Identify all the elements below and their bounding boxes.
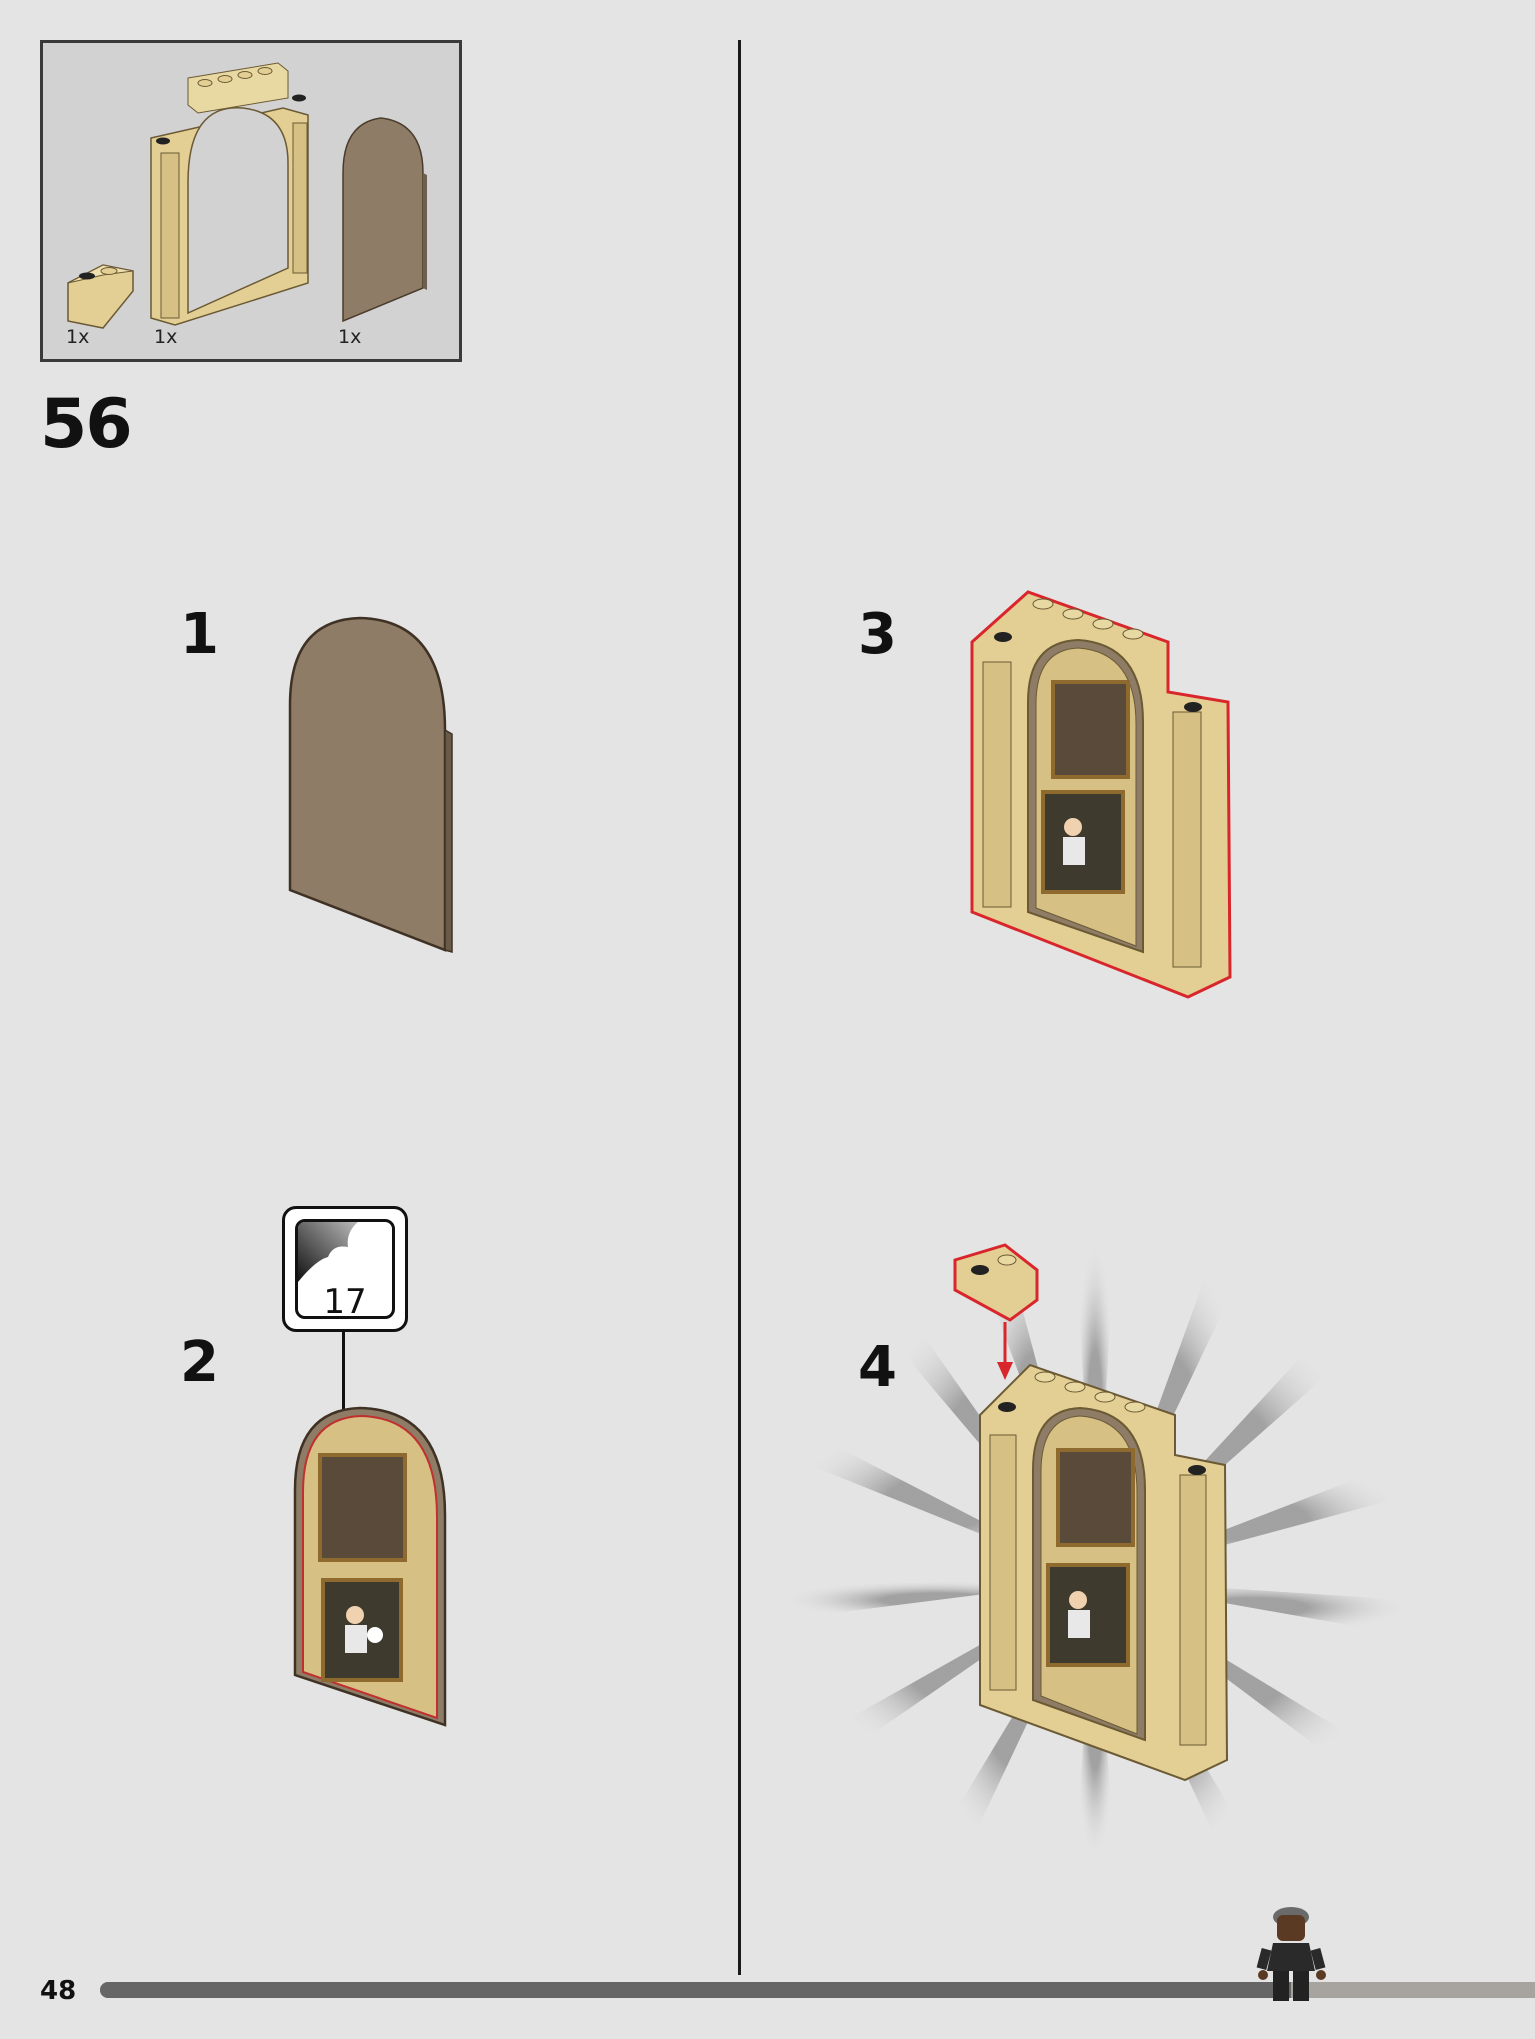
slope-brick-icon	[953, 1243, 1039, 1322]
sub-step-3-label: 3	[858, 602, 897, 667]
callout-line	[342, 1332, 345, 1422]
sub-step-4-illustration	[775, 1240, 1415, 1860]
arched-panel-icon	[288, 616, 453, 953]
sub-step-1-illustration	[280, 610, 460, 960]
sticker-callout: 17	[282, 1206, 408, 1332]
page-number: 48	[40, 1976, 77, 2006]
parts-qty: 1x	[338, 326, 362, 348]
sub-step-1-label: 1	[180, 602, 219, 667]
parts-qty: 1x	[154, 326, 178, 348]
parts-qty: 1x	[66, 326, 90, 348]
sticker-number: 17	[323, 1282, 367, 1319]
minifigure-icon	[1255, 1905, 1335, 2005]
progress-fill	[100, 1982, 1291, 1998]
step-number: 56	[40, 385, 133, 464]
column-divider	[738, 40, 741, 1975]
arched-panel-icon	[342, 117, 427, 323]
sub-step-4-label: 4	[858, 1335, 897, 1400]
sub-step-2-illustration	[285, 1400, 465, 1730]
parts-illustration	[67, 62, 427, 329]
sub-step-3-illustration	[968, 582, 1238, 1002]
sub-step-2-label: 2	[180, 1330, 219, 1395]
parts-list-box: 1x 1x 1x	[40, 40, 462, 362]
sticker-icon: 17	[295, 1219, 395, 1319]
arch-frame-icon	[150, 62, 309, 326]
arrow-down-icon	[997, 1322, 1013, 1380]
slope-brick-icon	[67, 264, 134, 329]
